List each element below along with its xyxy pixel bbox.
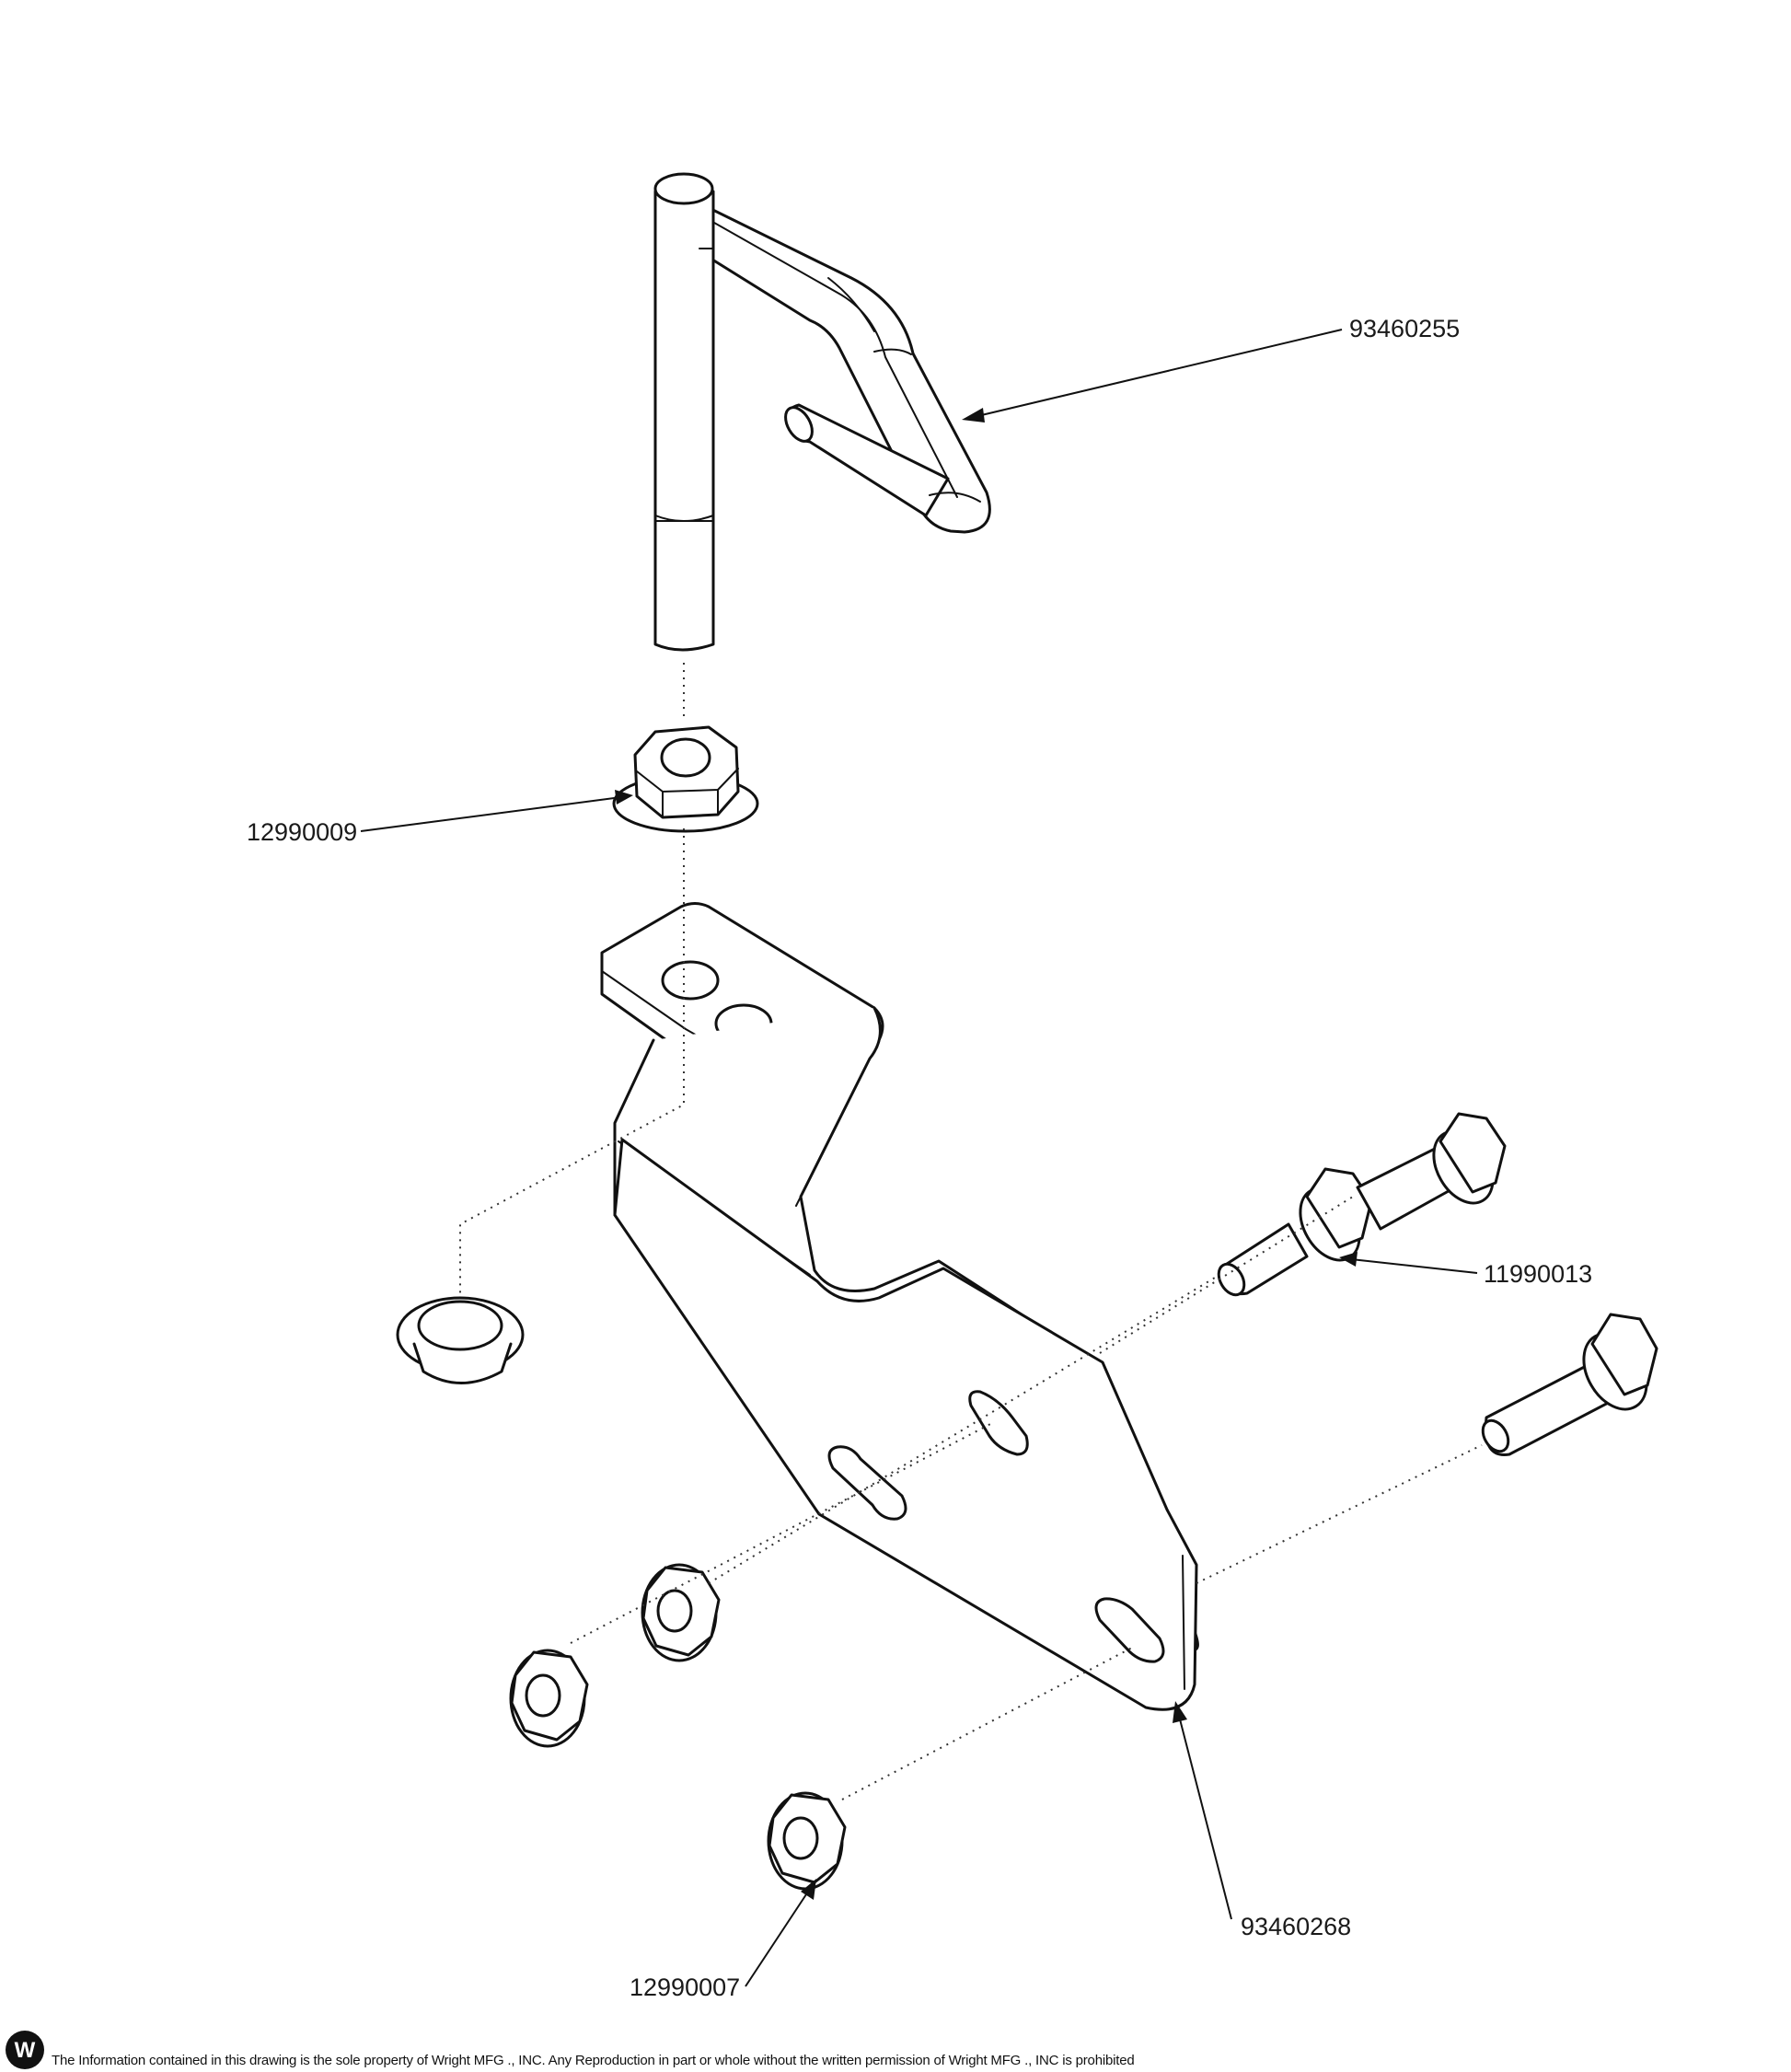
- flange-nut-left-part: [509, 1649, 589, 1748]
- callout-93460255: 93460255: [1349, 315, 1460, 342]
- copyright-notice: The Information contained in this drawin…: [52, 2053, 1135, 2068]
- callout-12990007: 12990007: [630, 1974, 740, 2001]
- bolt-rear-part: [1356, 1112, 1507, 1231]
- callout-12990009: 12990009: [247, 818, 357, 846]
- flange-nut-middle-part: [641, 1563, 721, 1662]
- callout-93460268: 93460268: [1241, 1913, 1351, 1940]
- upper-flange-nut-part: [612, 725, 759, 833]
- logo-letter: W: [15, 2038, 36, 2063]
- flange-nut-lower-part: [767, 1791, 847, 1891]
- wright-logo-icon: W: [6, 2031, 44, 2069]
- loose-flange-nut-part: [396, 1296, 525, 1384]
- bolt-lower-part: [1481, 1313, 1658, 1456]
- bracket-part: [600, 902, 1199, 1711]
- assembly-lines: [459, 663, 1483, 1800]
- callout-11990013: 11990013: [1484, 1260, 1592, 1288]
- bolt-upper-part: [1217, 1167, 1373, 1297]
- leader-lines: [360, 329, 1478, 1987]
- bent-pin-part: [653, 172, 991, 652]
